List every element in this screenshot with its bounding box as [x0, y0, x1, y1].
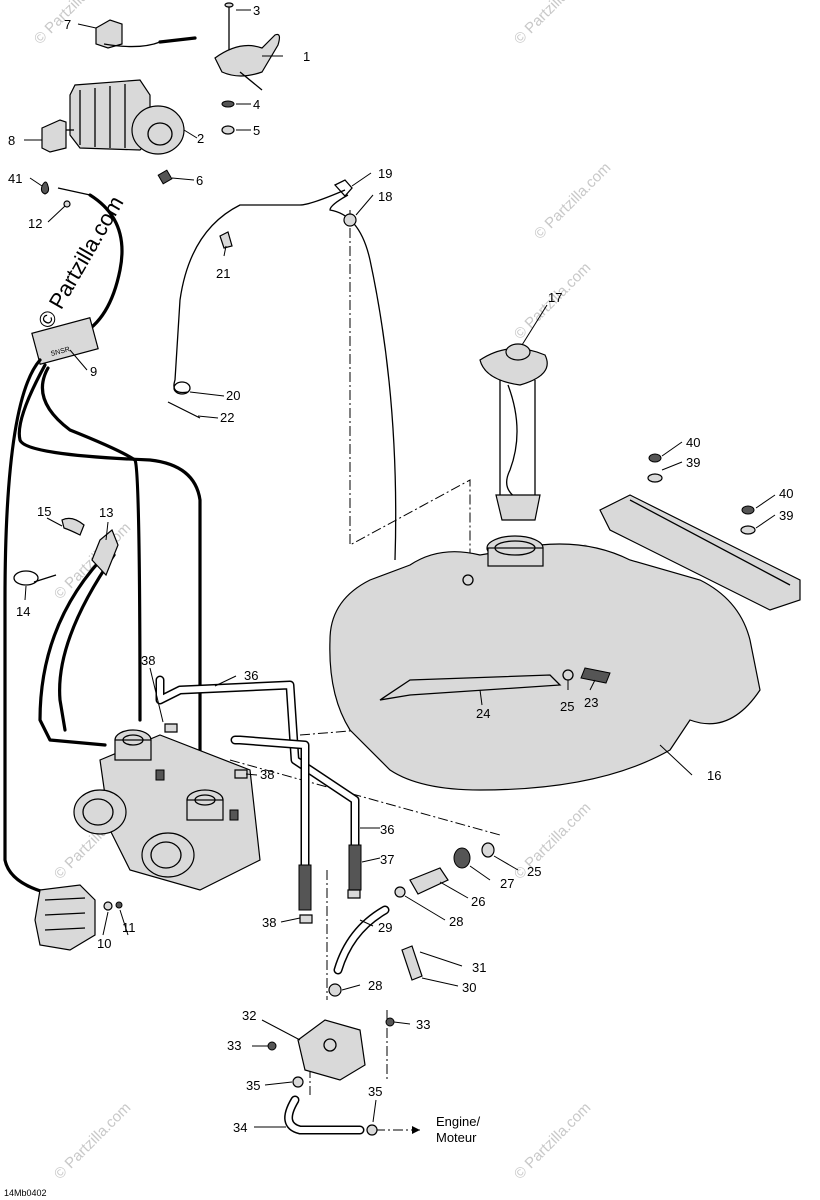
connector-label: SNSR: [50, 346, 71, 358]
fuel-hose: [328, 905, 423, 997]
fuel-pump-body: [267, 1017, 395, 1136]
callout-5: 5: [253, 123, 260, 138]
callout-6: 6: [196, 173, 203, 188]
wiring-harness: SNSR: [3, 181, 202, 907]
callout-14: 14: [16, 604, 30, 619]
callout-15: 15: [37, 504, 51, 519]
callout-40a: 40: [686, 435, 700, 450]
callouts: 1 2 3 4 5 6 7 8 9 10 11 12 13 14 15 16 1…: [4, 3, 793, 1198]
callout-39a: 39: [686, 455, 700, 470]
callout-29: 29: [378, 920, 392, 935]
callout-2: 2: [197, 131, 204, 146]
callout-24: 24: [476, 706, 490, 721]
callout-9: 9: [90, 364, 97, 379]
callout-23: 23: [584, 695, 598, 710]
callout-28b: 28: [368, 978, 382, 993]
watermark-text: © Partzilla.com: [511, 799, 594, 882]
throttle-lever: [214, 2, 281, 135]
callout-4: 4: [253, 97, 260, 112]
callout-35a: 35: [368, 1084, 382, 1099]
callout-32: 32: [242, 1008, 256, 1023]
callout-17: 17: [548, 290, 562, 305]
callout-35b: 35: [246, 1078, 260, 1093]
fuel-return-line: [167, 179, 397, 561]
watermark-text: © Partzilla.com: [51, 1099, 134, 1182]
watermark-main: © Partzilla.com: [33, 192, 129, 333]
callout-31: 31: [472, 960, 486, 975]
callout-3: 3: [253, 3, 260, 18]
engine-label-line2: Moteur: [436, 1130, 477, 1145]
fuel-tank: [329, 535, 761, 791]
callout-38b: 38: [260, 767, 274, 782]
callout-34: 34: [233, 1120, 247, 1135]
callout-11: 11: [122, 920, 136, 935]
set-screw: [157, 169, 173, 185]
callout-25b: 25: [527, 864, 541, 879]
callout-8: 8: [8, 133, 15, 148]
callout-13: 13: [99, 505, 113, 520]
callout-37: 37: [380, 852, 394, 867]
vent-lines: [155, 675, 362, 924]
watermark-text: © Partzilla.com: [511, 1099, 594, 1182]
fuel-valve: [394, 842, 495, 898]
callout-36a: 36: [244, 668, 258, 683]
callout-27: 27: [500, 876, 514, 891]
throttle-housing: [41, 79, 185, 155]
sensor-plug: [95, 19, 197, 49]
engine-label-line1: Engine/: [436, 1114, 480, 1129]
callout-38a: 38: [141, 653, 155, 668]
callout-16: 16: [707, 768, 721, 783]
callout-36b: 36: [380, 822, 394, 837]
fuel-sensor: [13, 517, 119, 586]
callout-39b: 39: [779, 508, 793, 523]
callout-1: 1: [303, 49, 310, 64]
callout-22: 22: [220, 410, 234, 425]
callout-40b: 40: [779, 486, 793, 501]
tank-bracket: [599, 453, 801, 611]
callout-7: 7: [64, 17, 71, 32]
callout-18: 18: [378, 189, 392, 204]
watermark-text: © Partzilla.com: [511, 0, 594, 48]
callout-30: 30: [462, 980, 476, 995]
callout-10: 10: [97, 936, 111, 951]
callout-33a: 33: [416, 1017, 430, 1032]
fuel-gauge: [479, 343, 548, 521]
carburetor-assembly: [73, 729, 261, 891]
leader-lines: [24, 9, 776, 1128]
diagram-id: 14Mb0402: [4, 1188, 47, 1198]
callout-33b: 33: [227, 1038, 241, 1053]
callout-26: 26: [471, 894, 485, 909]
callout-38c: 38: [262, 915, 276, 930]
callout-20: 20: [226, 388, 240, 403]
callout-41: 41: [8, 171, 22, 186]
callout-21: 21: [216, 266, 230, 281]
callout-19: 19: [378, 166, 392, 181]
watermark-text: © Partzilla.com: [531, 159, 614, 242]
fuel-pump: [34, 884, 123, 951]
callout-12: 12: [28, 216, 42, 231]
engine-hose: [284, 1095, 420, 1135]
callout-28a: 28: [449, 914, 463, 929]
callout-25a: 25: [560, 699, 574, 714]
